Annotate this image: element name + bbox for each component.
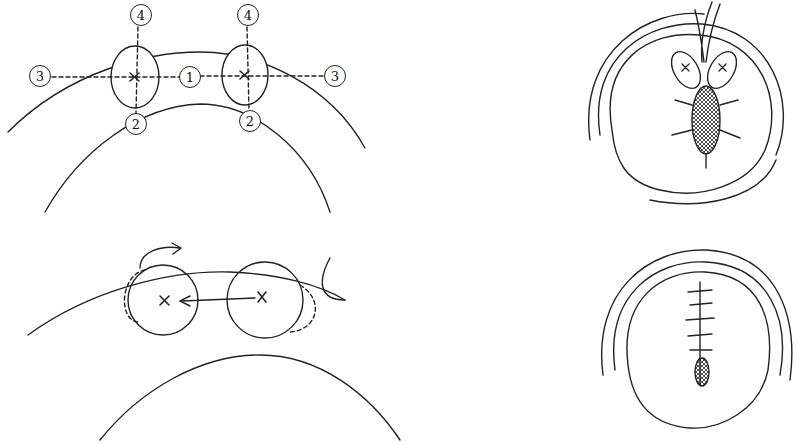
callout-number: 2 (246, 115, 254, 128)
callout-circle: 3 (324, 65, 346, 87)
dashed-guides (52, 27, 323, 113)
callout-circle: 2 (239, 110, 261, 132)
stitches (686, 290, 714, 350)
callout-circle: 1 (179, 66, 201, 88)
callout-circle: 4 (130, 4, 152, 26)
callout-number: 4 (137, 9, 145, 22)
mesh (692, 86, 720, 154)
pedicle-lines (695, 2, 720, 62)
contour-line (650, 160, 776, 204)
callout-circle: 3 (29, 65, 51, 87)
dashed-guides (124, 270, 315, 332)
flap-outline (227, 262, 303, 338)
skin-arc (45, 104, 330, 212)
contour-line (614, 262, 783, 375)
callout-circle: 4 (237, 4, 259, 26)
mesh (695, 358, 709, 386)
arrowhead (172, 243, 181, 254)
wound-outline (627, 272, 770, 428)
contour-line (598, 24, 783, 155)
callout-number: 1 (186, 71, 194, 84)
callout-number: 2 (132, 118, 140, 131)
flap-outline (128, 265, 198, 335)
cross-mark (682, 64, 726, 71)
contour-line (602, 250, 792, 380)
suture-lines (672, 100, 740, 168)
callout-number: 3 (331, 70, 339, 83)
callout-number: 3 (36, 70, 44, 83)
flap-outline (222, 45, 268, 105)
flap-outline (666, 47, 707, 94)
wound-outline (610, 34, 772, 193)
callout-number: 4 (244, 9, 252, 22)
callout-circle: 2 (125, 113, 147, 135)
skin-arc (322, 258, 345, 300)
transfer-arrow (182, 298, 255, 301)
rotation-arrow (140, 247, 180, 268)
arrowhead (180, 296, 190, 306)
skin-arc (100, 355, 400, 440)
skin-arc (8, 52, 365, 148)
cross-mark (160, 292, 266, 305)
